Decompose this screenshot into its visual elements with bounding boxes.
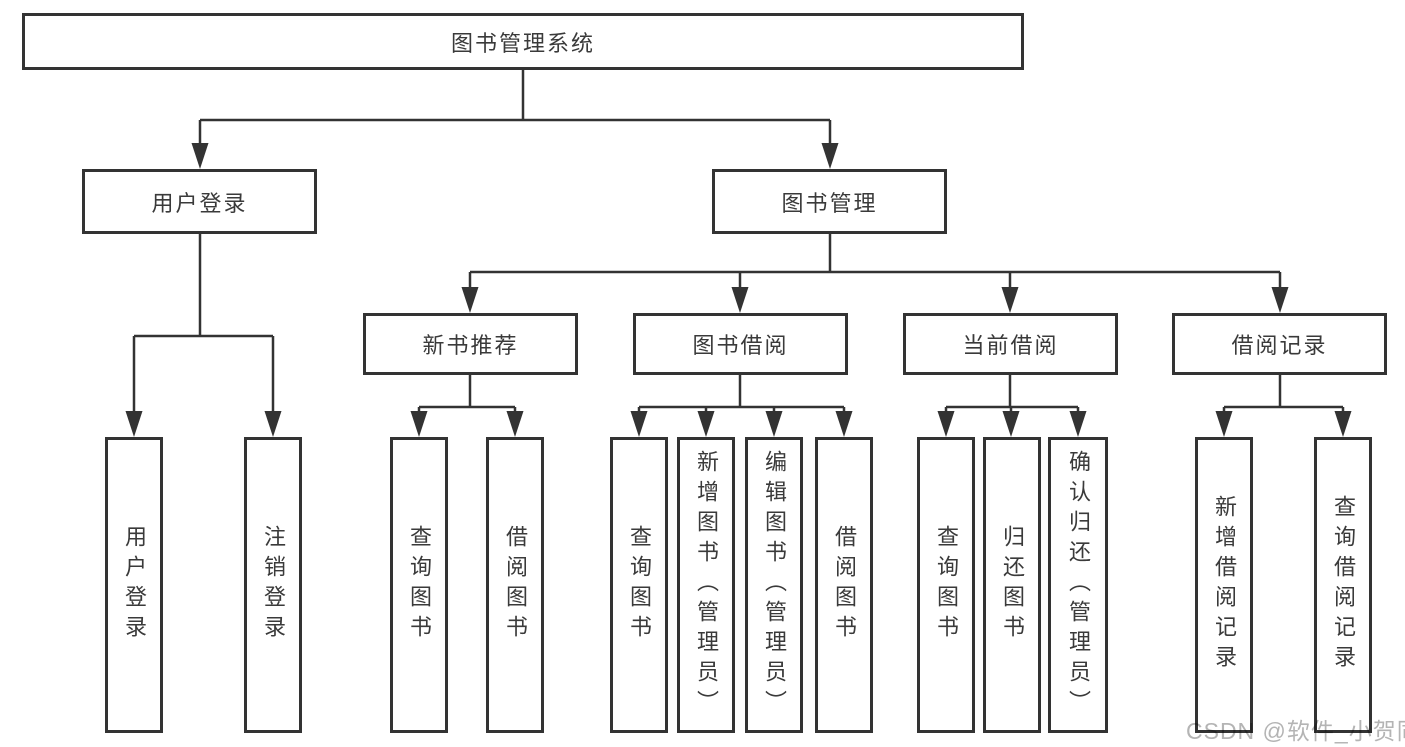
node-root-system: 图书管理系统 xyxy=(22,13,1024,70)
node-current-borrow: 当前借阅 xyxy=(903,313,1118,375)
leaf-add-borrow-record: 新增借阅记录 xyxy=(1195,437,1253,733)
leaf-add-book-admin: 新增图书（管理员） xyxy=(677,437,735,733)
leaf-edit-book-admin: 编辑图书（管理员） xyxy=(745,437,803,733)
node-new-book-recommend: 新书推荐 xyxy=(363,313,578,375)
leaf-borrow-books: 借阅图书 xyxy=(815,437,873,733)
leaf-user-login: 用户登录 xyxy=(105,437,163,733)
leaf-logout: 注销登录 xyxy=(244,437,302,733)
leaf-query-borrow-record: 查询借阅记录 xyxy=(1314,437,1372,733)
leaf-query-books-recommend: 查询图书 xyxy=(390,437,448,733)
node-borrow-records: 借阅记录 xyxy=(1172,313,1387,375)
leaf-borrow-books-recommend: 借阅图书 xyxy=(486,437,544,733)
leaf-return-book: 归还图书 xyxy=(983,437,1041,733)
connector-strokes xyxy=(132,69,1345,415)
node-user-login: 用户登录 xyxy=(82,169,317,234)
leaf-query-books-borrow: 查询图书 xyxy=(610,437,668,733)
node-book-management: 图书管理 xyxy=(712,169,947,234)
node-book-borrow: 图书借阅 xyxy=(633,313,848,375)
leaf-confirm-return-admin: 确认归还（管理员） xyxy=(1048,437,1108,733)
leaf-query-books-current: 查询图书 xyxy=(917,437,975,733)
csdn-watermark: CSDN @软件_小贺同学 xyxy=(1186,718,1405,744)
arrowheads xyxy=(125,143,1352,437)
